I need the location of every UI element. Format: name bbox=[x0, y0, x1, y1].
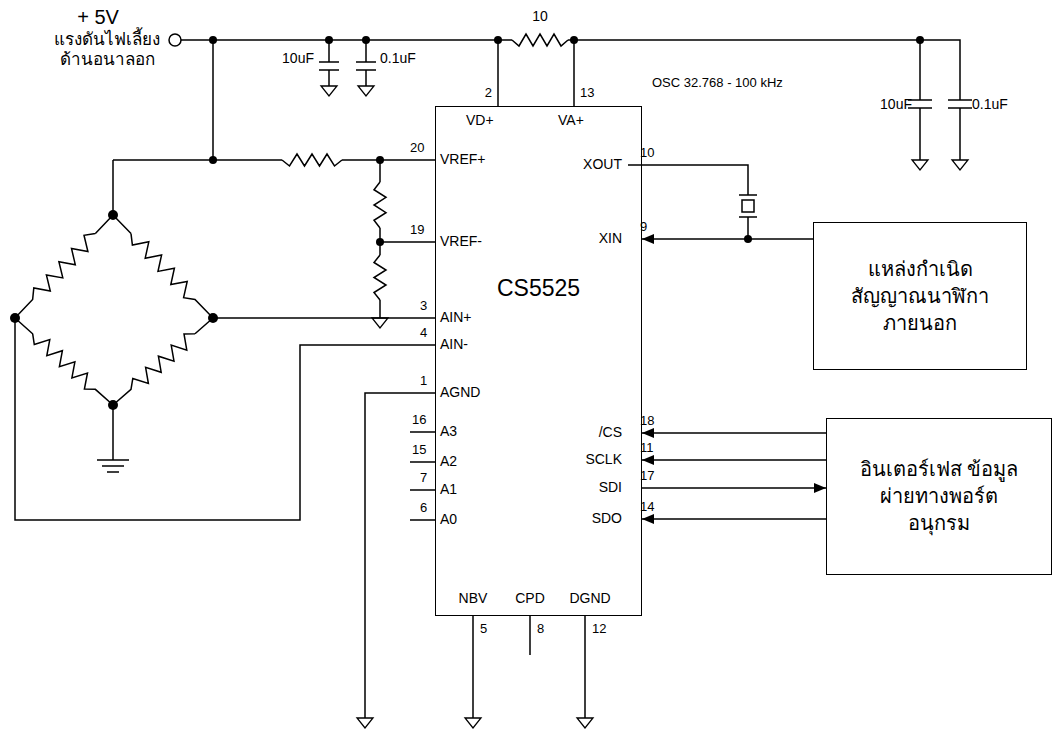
pin-number: 13 bbox=[580, 86, 594, 101]
component-label: VD+ bbox=[466, 112, 494, 128]
resistor-symbol bbox=[113, 215, 213, 318]
component-label: OSC 32.768 - 100 kHz bbox=[652, 76, 783, 91]
clock-source-box: แหล่งกำเนิด สัญญาณนาฬิกา ภายนอก bbox=[813, 222, 1027, 370]
pin-name: SDI bbox=[599, 479, 622, 495]
pin-name: CPD bbox=[515, 590, 545, 606]
resistor-symbol bbox=[374, 255, 386, 300]
pin-number: 6 bbox=[420, 501, 427, 516]
pin-name: AIN+ bbox=[440, 309, 472, 325]
pin-number: 10 bbox=[640, 146, 654, 161]
pin-name: AIN- bbox=[440, 336, 468, 352]
pin-number: 14 bbox=[640, 500, 654, 515]
component-label: 10uF bbox=[880, 96, 912, 112]
pin-number: 18 bbox=[640, 414, 654, 429]
signal-connector bbox=[642, 518, 826, 520]
component-label: 10 bbox=[532, 8, 548, 24]
component-label: + 5V bbox=[77, 6, 119, 29]
resistor-symbol bbox=[512, 34, 568, 46]
resistor-symbol bbox=[15, 215, 113, 318]
pin-number: 3 bbox=[420, 299, 427, 314]
serial-interface-box: อินเตอร์เฟส ข้อมูลผ่ายทางพอร์ต อนุกรม bbox=[826, 418, 1052, 575]
ic-chip: CS5525 bbox=[435, 106, 642, 616]
signal-connector bbox=[642, 459, 826, 461]
pin-number: 8 bbox=[537, 622, 544, 637]
component-label: แรงดันไฟเลี้ยง ด้านอนาลอก bbox=[37, 30, 177, 69]
pin-name: A1 bbox=[440, 481, 457, 497]
chip-name: CS5525 bbox=[436, 275, 641, 302]
component-label: 0.1uF bbox=[380, 50, 416, 66]
pin-name: DGND bbox=[569, 590, 610, 606]
pin-name: SCLK bbox=[585, 451, 622, 467]
pin-number: 2 bbox=[485, 86, 492, 101]
box-label: อินเตอร์เฟส ข้อมูลผ่ายทางพอร์ต อนุกรม bbox=[853, 456, 1025, 537]
box-label: แหล่งกำเนิด สัญญาณนาฬิกา ภายนอก bbox=[834, 256, 1006, 337]
pin-number: 9 bbox=[640, 220, 647, 235]
pin-name: XIN bbox=[599, 230, 622, 246]
pin-number: 1 bbox=[420, 374, 427, 389]
pin-name: NBV bbox=[459, 590, 488, 606]
pin-number: 17 bbox=[640, 469, 654, 484]
pin-number: 7 bbox=[420, 471, 427, 486]
pin-number: 20 bbox=[410, 141, 424, 156]
resistor-symbol bbox=[15, 34, 568, 405]
pin-name: /CS bbox=[599, 424, 622, 440]
resistor-symbol bbox=[113, 318, 213, 405]
junction-dots bbox=[10, 36, 924, 410]
ground-symbol bbox=[321, 86, 968, 728]
pin-name: SDO bbox=[592, 510, 622, 526]
pin-number: 4 bbox=[420, 326, 427, 341]
pin-number: 11 bbox=[640, 441, 654, 456]
pin-name: VREF- bbox=[440, 233, 482, 249]
signal-connector bbox=[642, 432, 826, 434]
resistor-symbol bbox=[15, 318, 113, 405]
signal-connector bbox=[642, 487, 826, 489]
signal-connector bbox=[642, 238, 813, 240]
pin-number: 15 bbox=[412, 443, 426, 458]
wires bbox=[15, 34, 972, 718]
resistor-symbol bbox=[374, 182, 386, 228]
component-label: 10uF bbox=[282, 50, 314, 66]
pin-number: 16 bbox=[412, 413, 426, 428]
pin-name: AGND bbox=[440, 384, 480, 400]
pin-number: 19 bbox=[410, 223, 424, 238]
component-label: 0.1uF bbox=[972, 96, 1008, 112]
pin-name: XOUT bbox=[583, 156, 622, 172]
pin-name: A2 bbox=[440, 453, 457, 469]
pin-name: A0 bbox=[440, 511, 457, 527]
pin-name: A3 bbox=[440, 423, 457, 439]
component-label: VA+ bbox=[558, 112, 584, 128]
pin-number: 5 bbox=[480, 622, 487, 637]
pin-name: VREF+ bbox=[440, 151, 486, 167]
pin-number: 12 bbox=[592, 622, 606, 637]
resistor-symbol bbox=[282, 154, 342, 166]
